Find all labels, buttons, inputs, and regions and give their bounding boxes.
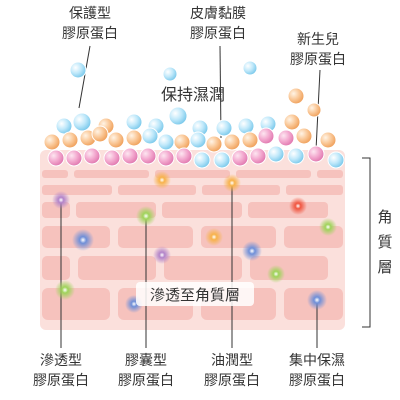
label-oil-line1: 油潤型 — [211, 353, 253, 369]
pink-collagen-sphere-icon — [157, 149, 175, 167]
label-mucosa-line2: 膠原蛋白 — [190, 26, 246, 42]
label-keep-moist: 保持濕潤 — [161, 85, 225, 104]
pink-collagen-sphere-icon — [307, 145, 325, 163]
blue-collagen-sphere-icon — [267, 145, 285, 163]
label-stratum-2: 質 — [377, 233, 392, 251]
blue-collagen-sphere-icon — [69, 61, 87, 79]
orange-collagen-sphere-icon — [205, 135, 223, 153]
label-newborn-line1: 新生兒 — [297, 32, 339, 48]
glowing-collagen-particle-icon — [307, 290, 327, 310]
label-penetrating-line1: 滲透型 — [40, 353, 82, 369]
pink-collagen-sphere-icon — [83, 147, 101, 165]
label-stratum-3: 層 — [377, 258, 392, 276]
pink-collagen-sphere-icon — [103, 149, 121, 167]
orange-collagen-sphere-icon — [107, 131, 125, 149]
blue-collagen-sphere-icon — [215, 119, 233, 137]
glowing-collagen-particle-icon — [289, 197, 307, 215]
collagen-spheres — [43, 60, 345, 169]
orange-collagen-sphere-icon — [283, 113, 301, 131]
orange-collagen-sphere-icon — [223, 133, 241, 151]
pink-collagen-sphere-icon — [231, 149, 249, 167]
label-focus-line2: 膠原蛋白 — [289, 373, 345, 389]
orange-collagen-sphere-icon — [319, 131, 337, 149]
pink-collagen-sphere-icon — [277, 129, 295, 147]
blue-collagen-sphere-icon — [72, 112, 92, 132]
orange-collagen-sphere-icon — [91, 125, 109, 143]
label-protective-line1: 保護型 — [69, 6, 111, 22]
orange-collagen-sphere-icon — [173, 133, 191, 151]
orange-collagen-sphere-icon — [43, 133, 61, 151]
glowing-collagen-particle-icon — [52, 191, 70, 209]
label-capsule-line2: 膠原蛋白 — [118, 373, 174, 389]
pink-collagen-sphere-icon — [249, 147, 267, 165]
blue-collagen-sphere-icon — [193, 151, 211, 169]
blue-collagen-sphere-icon — [237, 117, 255, 135]
labels: 保護型 膠原蛋白 皮膚黏膜 膠原蛋白 新生兒 膠原蛋白 保持濕潤 滲透至角質層 … — [33, 6, 393, 389]
label-focus-line1: 集中保濕 — [289, 352, 345, 369]
pink-collagen-sphere-icon — [65, 149, 83, 167]
pink-collagen-sphere-icon — [139, 147, 157, 165]
blue-collagen-sphere-icon — [162, 66, 178, 82]
blue-collagen-sphere-icon — [141, 127, 159, 145]
blue-collagen-sphere-icon — [242, 60, 258, 76]
blue-collagen-sphere-icon — [168, 106, 188, 126]
glowing-collagen-particle-icon — [242, 241, 262, 261]
label-penetrate: 滲透至角質層 — [150, 286, 240, 304]
label-protective-line2: 膠原蛋白 — [62, 26, 118, 42]
blue-collagen-sphere-icon — [189, 131, 207, 149]
label-oil-line2: 膠原蛋白 — [204, 373, 260, 389]
glowing-collagen-particle-icon — [55, 280, 75, 300]
glowing-collagen-particle-icon — [72, 229, 94, 251]
label-capsule-line1: 膠囊型 — [125, 352, 167, 369]
glowing-collagen-particle-icon — [267, 265, 285, 283]
orange-collagen-sphere-icon — [241, 131, 259, 149]
blue-collagen-sphere-icon — [157, 133, 175, 151]
blue-collagen-sphere-icon — [213, 151, 231, 169]
label-penetrating-line2: 膠原蛋白 — [33, 373, 89, 389]
glowing-collagen-particle-icon — [223, 174, 241, 192]
label-newborn-line2: 膠原蛋白 — [290, 52, 346, 68]
glowing-collagen-particle-icon — [153, 246, 171, 264]
orange-collagen-sphere-icon — [295, 127, 313, 145]
penetrate-label-bg — [136, 282, 254, 306]
label-mucosa-line1: 皮膚黏膜 — [190, 6, 246, 22]
blue-collagen-sphere-icon — [287, 147, 305, 165]
orange-collagen-sphere-icon — [287, 87, 305, 105]
orange-collagen-sphere-icon — [61, 131, 79, 149]
glowing-collagen-particle-icon — [205, 228, 223, 246]
pink-collagen-sphere-icon — [257, 127, 275, 145]
orange-collagen-sphere-icon — [125, 129, 143, 147]
label-stratum-1: 角 — [377, 208, 392, 226]
pink-collagen-sphere-icon — [121, 147, 139, 165]
blue-collagen-sphere-icon — [327, 151, 345, 169]
glowing-collagen-particle-icon — [319, 218, 337, 236]
glowing-particles — [52, 171, 337, 313]
orange-collagen-sphere-icon — [306, 102, 322, 118]
glowing-collagen-particle-icon — [136, 206, 156, 226]
pink-collagen-sphere-icon — [47, 149, 65, 167]
blue-collagen-sphere-icon — [125, 113, 143, 131]
pink-collagen-sphere-icon — [175, 147, 193, 165]
glowing-collagen-particle-icon — [153, 171, 171, 189]
